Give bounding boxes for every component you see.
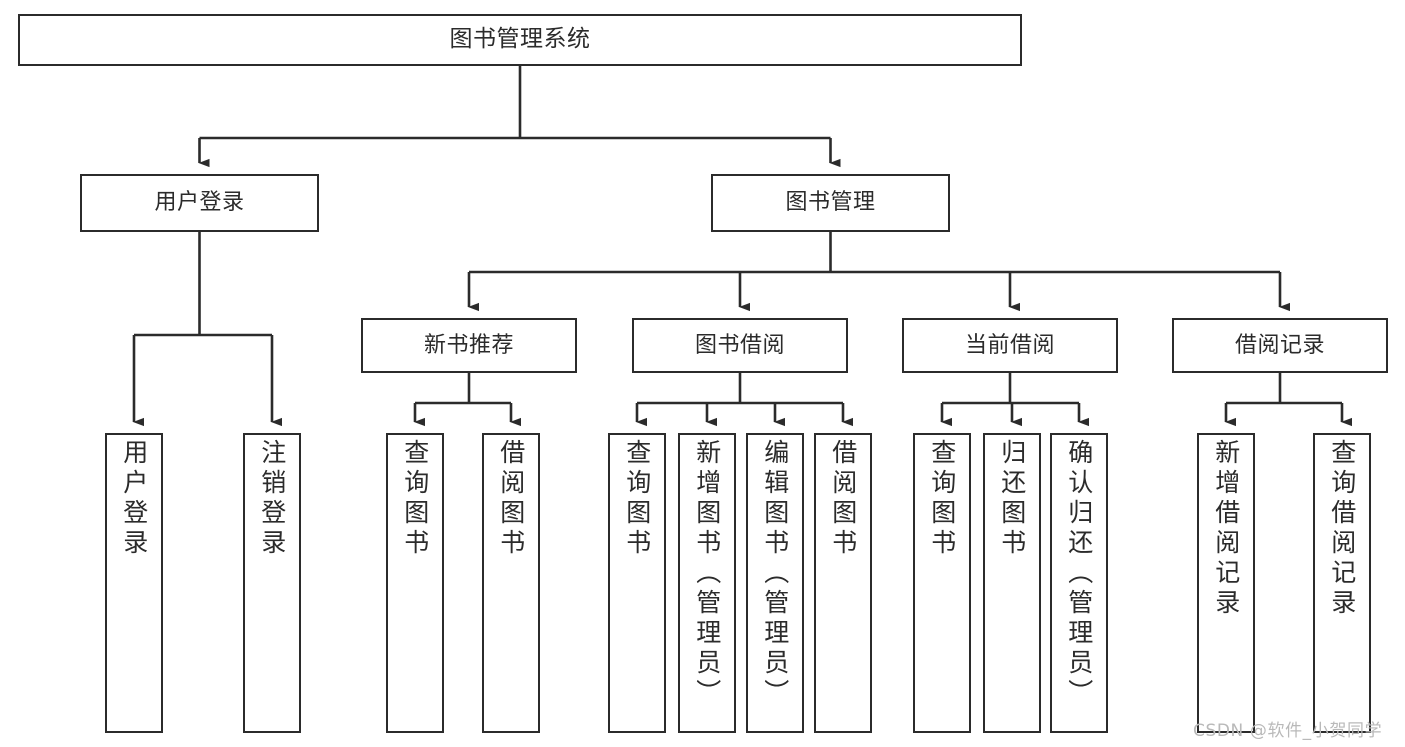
node-label: 新增借阅记录 bbox=[1211, 439, 1241, 619]
node-leaf-query-borrow-record[interactable]: 查询借阅记录 bbox=[1313, 433, 1371, 733]
node-leaf-add-book-admin[interactable]: 新增图书（管理员） bbox=[678, 433, 736, 733]
node-label: 借阅记录 bbox=[1234, 332, 1325, 358]
node-leaf-user-logout[interactable]: 注销登录 bbox=[243, 433, 301, 733]
node-book-borrow[interactable]: 图书借阅 bbox=[632, 318, 848, 373]
node-leaf-borrow-book-2[interactable]: 借阅图书 bbox=[814, 433, 872, 733]
node-label: 查询借阅记录 bbox=[1327, 439, 1357, 619]
node-leaf-add-borrow-record[interactable]: 新增借阅记录 bbox=[1197, 433, 1255, 733]
node-leaf-query-book-2[interactable]: 查询图书 bbox=[608, 433, 666, 733]
node-leaf-return-book[interactable]: 归还图书 bbox=[983, 433, 1041, 733]
node-label: 新增图书（管理员） bbox=[692, 439, 722, 709]
node-leaf-borrow-book-1[interactable]: 借阅图书 bbox=[482, 433, 540, 733]
node-label: 查询图书 bbox=[400, 439, 430, 559]
node-label: 图书管理 bbox=[785, 190, 876, 216]
node-leaf-confirm-return-admin[interactable]: 确认归还（管理员） bbox=[1050, 433, 1108, 733]
node-borrow-record[interactable]: 借阅记录 bbox=[1172, 318, 1388, 373]
node-label: 编辑图书（管理员） bbox=[760, 439, 790, 709]
node-label: 图书管理系统 bbox=[449, 26, 591, 53]
node-leaf-user-login[interactable]: 用户登录 bbox=[105, 433, 163, 733]
node-label: 查询图书 bbox=[927, 439, 957, 559]
node-label: 用户登录 bbox=[154, 190, 245, 216]
node-leaf-query-book-3[interactable]: 查询图书 bbox=[913, 433, 971, 733]
node-current-borrow[interactable]: 当前借阅 bbox=[902, 318, 1118, 373]
node-label: 归还图书 bbox=[997, 439, 1027, 559]
node-label: 确认归还（管理员） bbox=[1064, 439, 1094, 709]
node-user-login[interactable]: 用户登录 bbox=[80, 174, 319, 232]
node-label: 借阅图书 bbox=[828, 439, 858, 559]
node-root[interactable]: 图书管理系统 bbox=[18, 14, 1022, 66]
node-label: 图书借阅 bbox=[694, 332, 785, 358]
node-leaf-edit-book-admin[interactable]: 编辑图书（管理员） bbox=[746, 433, 804, 733]
node-leaf-query-book-1[interactable]: 查询图书 bbox=[386, 433, 444, 733]
node-label: 用户登录 bbox=[119, 439, 149, 559]
node-label: 新书推荐 bbox=[423, 332, 514, 358]
node-label: 借阅图书 bbox=[496, 439, 526, 559]
node-label: 注销登录 bbox=[257, 439, 287, 559]
node-label: 当前借阅 bbox=[964, 332, 1055, 358]
node-new-book-rec[interactable]: 新书推荐 bbox=[361, 318, 577, 373]
node-label: 查询图书 bbox=[622, 439, 652, 559]
node-book-manage[interactable]: 图书管理 bbox=[711, 174, 950, 232]
